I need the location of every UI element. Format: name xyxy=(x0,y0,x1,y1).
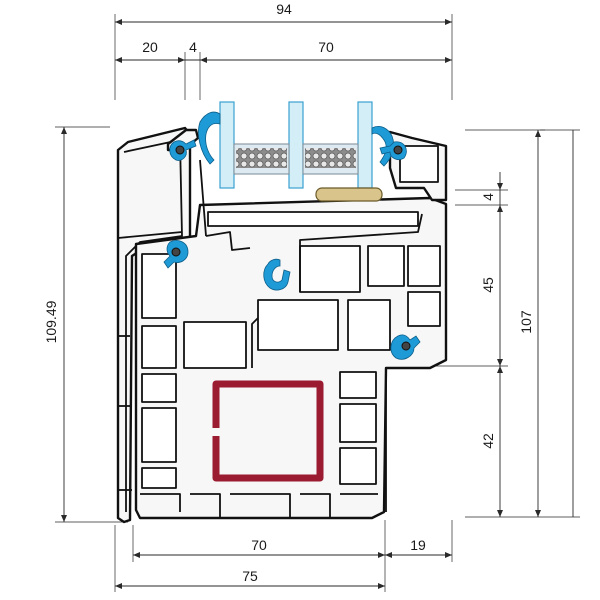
chamber xyxy=(183,321,247,369)
dim-bottom-overall: 75 xyxy=(242,568,258,584)
dim-right-total: 107 xyxy=(518,310,534,334)
dim-bottom-step: 19 xyxy=(410,537,426,553)
chamber xyxy=(141,373,177,403)
chamber xyxy=(339,447,377,485)
chamber xyxy=(141,467,177,489)
gasket-glazing-left xyxy=(198,111,221,165)
dim-top-glazing: 70 xyxy=(318,39,334,55)
gasket-core xyxy=(393,145,403,155)
chamber xyxy=(347,299,391,351)
chamber xyxy=(367,245,405,287)
dim-top-gap: 4 xyxy=(189,39,197,55)
gasket-core xyxy=(171,247,181,257)
dim-top-sash: 20 xyxy=(142,39,158,55)
dim-bottom-frame: 70 xyxy=(251,537,267,553)
glass-pane-inner xyxy=(219,101,235,189)
dim-right-middle: 45 xyxy=(480,277,496,293)
dim-left-height: 109.49 xyxy=(43,300,59,343)
desiccant-left xyxy=(236,148,287,168)
gasket-core xyxy=(401,341,411,351)
dim-right-top: 4 xyxy=(480,193,496,201)
dimension-labels: 94 20 4 70 109.49 107 4 45 42 70 19 75 xyxy=(43,1,534,584)
gasket-sash-middle xyxy=(263,258,291,291)
window-profile xyxy=(116,101,448,524)
steel-reinforcement xyxy=(212,380,324,482)
chamber xyxy=(299,245,361,293)
glazing-block xyxy=(315,187,383,202)
chamber xyxy=(339,403,377,443)
chamber xyxy=(141,407,177,463)
chamber xyxy=(207,211,419,227)
desiccant-right xyxy=(305,148,356,168)
chamber xyxy=(407,245,441,287)
gasket-core xyxy=(175,145,185,155)
dim-right-bottom: 42 xyxy=(480,433,496,449)
glass-pane-middle xyxy=(288,101,304,189)
dimension-lines xyxy=(55,14,580,592)
gasket-glazing-right xyxy=(371,126,394,167)
dim-top-overall: 94 xyxy=(276,1,292,17)
chamber xyxy=(339,371,377,399)
glass-pane-outer xyxy=(357,101,373,189)
chamber xyxy=(141,325,177,369)
chamber xyxy=(257,299,339,351)
chamber xyxy=(407,291,441,327)
